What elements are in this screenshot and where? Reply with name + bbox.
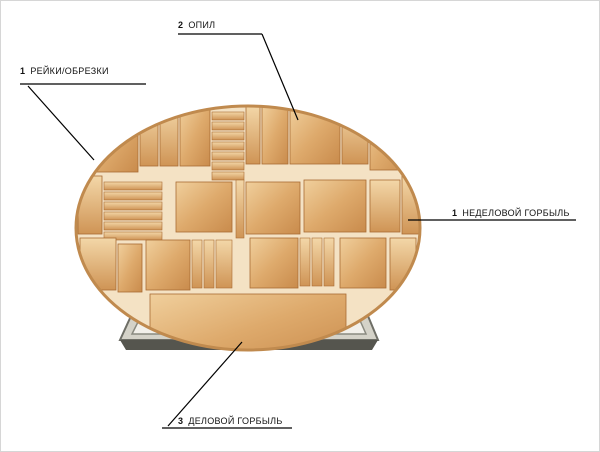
- watermark: Arfiso: [98, 116, 136, 131]
- leader-delov-pointer: [167, 341, 243, 427]
- label-delov-text: ДЕЛОВОЙ ГОРБЫЛЬ: [188, 416, 283, 426]
- label-nedelov-number: 1: [452, 208, 458, 218]
- label-delov-number: 3: [178, 416, 184, 426]
- label-opil: 2 ОПИЛ: [178, 20, 215, 30]
- label-reiki-number: 1: [20, 66, 26, 76]
- leader-reiki-pointer: [27, 85, 95, 161]
- label-opil-text: ОПИЛ: [188, 20, 216, 30]
- label-opil-number: 2: [178, 20, 184, 30]
- leader-lines: [20, 33, 576, 429]
- label-reiki-text: РЕЙКИ/ОБРЕЗКИ: [30, 66, 109, 76]
- label-nedelov-text: НЕДЕЛОВОЙ ГОРБЫЛЬ: [462, 208, 570, 218]
- leader-opil-pointer: [261, 33, 299, 121]
- label-nedelov: 1 НЕДЕЛОВОЙ ГОРБЫЛЬ: [452, 208, 570, 218]
- label-delov: 3 ДЕЛОВОЙ ГОРБЫЛЬ: [178, 416, 283, 426]
- label-reiki: 1 РЕЙКИ/ОБРЕЗКИ: [20, 66, 109, 76]
- log-cross-section: [74, 104, 422, 352]
